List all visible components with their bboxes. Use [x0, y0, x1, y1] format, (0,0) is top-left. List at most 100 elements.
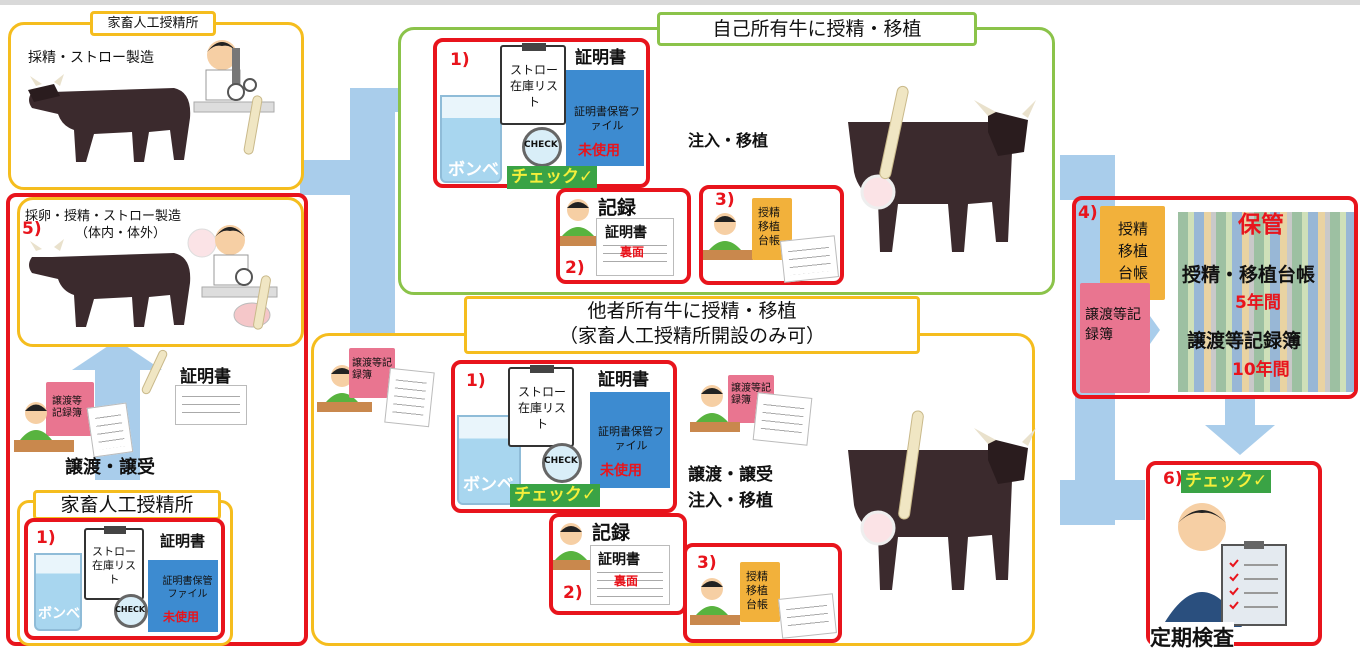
left-bottom-number: 1) [36, 528, 56, 548]
other-cow-title: 他者所有牛に授精・移植 （家畜人工授精所開設のみ可） [464, 296, 920, 354]
left-certificate-title: 証明書 [160, 532, 206, 550]
left-tank-label: ボンベ [38, 606, 80, 622]
top-bar [0, 0, 1360, 5]
magnifier-icon [542, 443, 582, 483]
own-certificate-title: 証明書 [575, 48, 626, 68]
left-stock-list-label: ストロー在庫リスト [92, 545, 136, 586]
other-stock-list-label: ストロー在庫リスト [517, 385, 566, 431]
cow-illustration [29, 239, 191, 327]
own-cert-back-label: 証明書 [605, 225, 647, 241]
storage-number: 4) [1078, 203, 1098, 223]
other-arrow-label1: 譲渡・譲受 [688, 465, 773, 485]
ledger-doc [779, 235, 840, 283]
left-bottom-facility-title: 家畜人工授精所 [33, 490, 221, 520]
tank [34, 553, 82, 631]
cow-illustration [848, 428, 1036, 590]
own-ledger-label: 授精移植台帳 [758, 206, 780, 247]
stock-list-clipboard [508, 365, 574, 447]
certificate-doc [86, 402, 134, 458]
left-top-process-label: 採精・ストロー製造 [28, 50, 154, 66]
cow-illustration [848, 100, 1036, 252]
own-arrow-label: 注入・移植 [688, 131, 769, 150]
inspection-frame [1146, 461, 1322, 646]
storage-item1-period: 5年間 [1235, 293, 1281, 313]
left-certificate-label: 証明書 [180, 367, 231, 387]
storage-title: 保管 [1238, 212, 1284, 238]
own-record-title: 記録 [598, 197, 637, 219]
own-number-2: 2) [565, 258, 585, 278]
storage-item2-period: 10年間 [1232, 360, 1290, 380]
own-record-frame [556, 188, 691, 284]
other-cow-title-line1: 他者所有牛に授精・移植 [587, 300, 797, 322]
own-cert-file-label: 証明書保管ファイル [574, 105, 640, 132]
other-record-book-label: 譲渡等記録簿 [352, 358, 392, 381]
bookshelf-illustration [1178, 212, 1354, 392]
own-ledger-frame [699, 185, 844, 285]
certificate-doc [175, 385, 247, 425]
storage-record-book-label: 譲渡等記録簿 [1085, 307, 1141, 343]
left-mid-sub-label: （体内・体外） [75, 226, 167, 241]
transfer-label: 譲渡・譲受 [65, 457, 155, 478]
technician-microscope [193, 40, 275, 113]
other-record-title: 記録 [592, 522, 631, 544]
record-doc [384, 367, 435, 428]
certificate-file-binder [590, 392, 670, 488]
other-number-3: 3) [697, 553, 717, 573]
left-check-label: CHECK [115, 605, 146, 614]
other-certificate-title: 証明書 [598, 370, 649, 390]
other-ledger-frame [683, 543, 842, 643]
other-number-1: 1) [466, 371, 486, 391]
record-book-icon [1080, 283, 1150, 393]
magnifier-icon [522, 127, 562, 167]
other-check-badge: チェック✓ [510, 484, 601, 507]
own-number-1: 1) [450, 50, 470, 70]
storage-item1: 授精・移植台帳 [1182, 264, 1316, 286]
left-record-book-label: 譲渡等記録簿 [52, 396, 82, 419]
person-writing [690, 578, 740, 625]
own-back-side-label: 裏面 [620, 245, 645, 259]
certificate-doc [596, 218, 674, 276]
cow-illustration [28, 74, 191, 162]
ledger-binder [740, 562, 780, 622]
person-writing [560, 199, 600, 246]
own-cow-title: 自己所有牛に授精・移植 [657, 12, 977, 46]
left-bottom-inventory-frame [24, 518, 225, 640]
person-writing [14, 402, 74, 452]
own-check-badge: チェック✓ [507, 166, 598, 189]
other-tank-label: ボンベ [463, 475, 514, 495]
storage-ledger-label: 授精移植台帳 [1118, 220, 1149, 282]
own-check-label: CHECK [524, 140, 558, 150]
other-cert-file-label: 証明書保管ファイル [598, 425, 664, 452]
stock-list-clipboard [84, 526, 144, 600]
left-mid-process-label: 採卵・授精・ストロー製造 [25, 209, 182, 224]
person-writing [703, 213, 753, 260]
record-book-icon [46, 382, 94, 436]
inspector-illustration [1162, 503, 1287, 627]
other-inventory-frame [451, 360, 677, 513]
person-writing [690, 385, 740, 432]
left-cert-file-label: 証明書保管ファイル [162, 576, 213, 600]
certificate-doc [590, 545, 670, 605]
other-check-label: CHECK [544, 456, 578, 466]
other-arrow-label2: 注入・移植 [688, 491, 773, 511]
storage-item2: 譲渡等記録簿 [1187, 330, 1302, 352]
own-number-3: 3) [715, 190, 735, 210]
other-unused-label: 未使用 [600, 463, 642, 479]
ledger-doc [778, 593, 837, 639]
other-record-book2-label: 譲渡等記録簿 [731, 383, 771, 406]
own-unused-label: 未使用 [578, 143, 620, 159]
other-ledger-label: 授精移植台帳 [746, 570, 768, 611]
inspection-label: 定期検査 [1150, 622, 1234, 652]
other-back-side-label: 裏面 [614, 574, 639, 588]
certificate-file-binder [566, 70, 644, 166]
certificate-file-binder [148, 560, 218, 632]
inspection-number: 6) [1163, 469, 1183, 489]
magnifier-icon [114, 594, 148, 628]
person-writing [317, 365, 372, 412]
left-mid-number: 5) [22, 219, 42, 239]
other-number-2: 2) [563, 583, 583, 603]
person-writing [553, 523, 593, 570]
left-unused-label: 未使用 [163, 610, 200, 624]
tank [440, 95, 502, 183]
technician-microscope [187, 225, 278, 298]
